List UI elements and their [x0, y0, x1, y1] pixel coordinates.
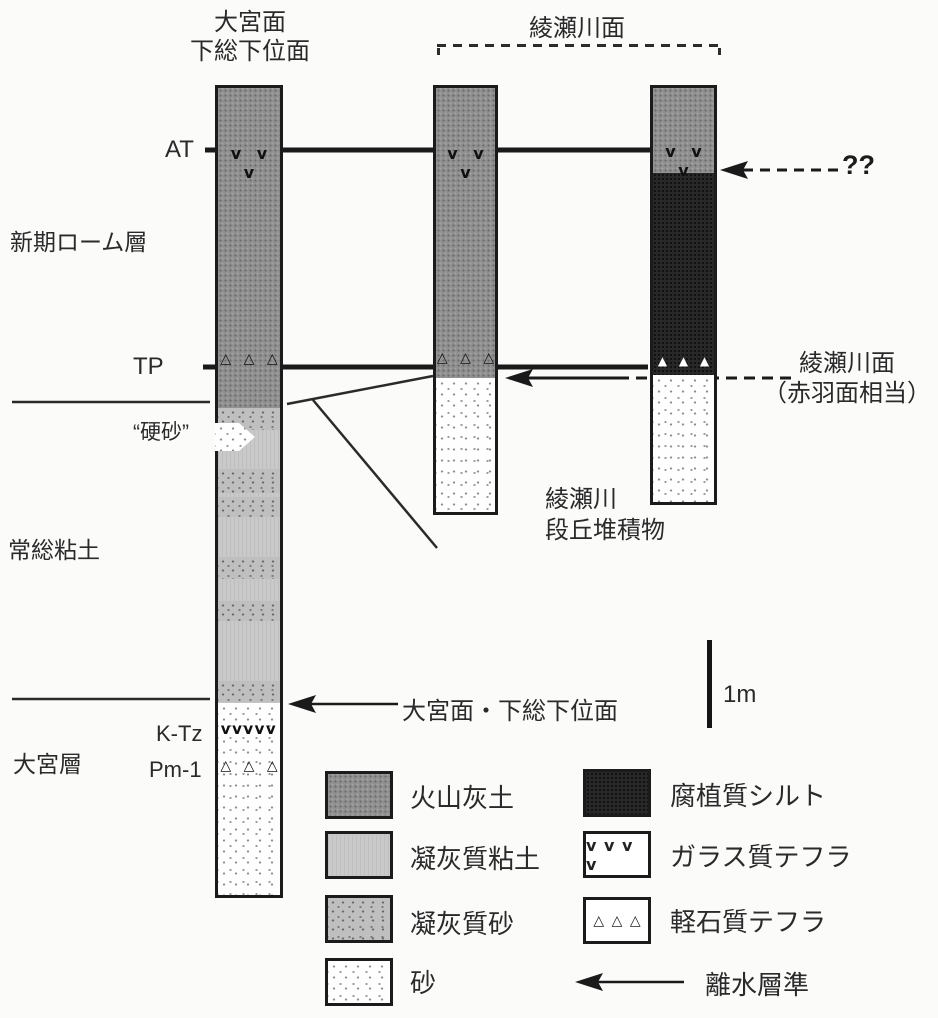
left-column-header: 大宮面 下総下位面	[150, 8, 350, 66]
omiya-surface-annotation: 大宮面・下総下位面	[402, 698, 618, 725]
legend-emergence-arrowhead	[575, 973, 603, 991]
ayase-surface-header: 綾瀬川面	[529, 15, 625, 42]
left-column-header-line2: 下総下位面	[190, 38, 310, 65]
akabane-annotation-line1: 綾瀬川面	[799, 350, 895, 377]
hard-sand-label: “硬砂”	[133, 421, 189, 444]
at-tephra-marks: v v v	[447, 144, 484, 182]
ayase-volcanic-ash-layer	[436, 88, 495, 378]
akabane-annotation-line2: （赤羽面相当）	[763, 380, 931, 407]
emergence-arrowhead-omiya	[288, 695, 316, 713]
legend-label-volcanic-ash: 火山灰土	[410, 783, 515, 813]
tuff-sand-band	[218, 557, 280, 579]
akabane-humic-silt-layer	[653, 173, 714, 375]
tp-tephra-marks: △ △ △	[220, 351, 278, 367]
akabane-sand-layer	[653, 375, 714, 502]
omiya-bed-label: 大宮層	[13, 751, 82, 777]
ayase-deposit-line2: 段丘堆積物	[545, 517, 665, 544]
legend-swatch-sand	[325, 958, 393, 1006]
ktz-label: K-Tz	[156, 721, 203, 746]
at-label: AT	[165, 136, 194, 163]
shinki-loam-label: 新期ローム層	[10, 229, 148, 255]
at-tephra-marks: v v v	[230, 144, 268, 182]
ayase-bracket	[437, 44, 721, 56]
legend-swatch-volcanic-ash	[325, 771, 393, 819]
tuff-sand-band	[218, 601, 280, 621]
tp-label: TP	[133, 353, 164, 380]
legend-symbol-glass-tephra: v v v v	[583, 831, 651, 878]
legend-swatch-tuff-clay	[325, 831, 393, 879]
at-tephra-marks: v v v	[665, 142, 702, 180]
legend-label-emergence: 離水層準	[705, 970, 810, 1000]
akabane-annotation: 綾瀬川面 （赤羽面相当）	[758, 349, 936, 409]
tp-tephra-marks: △ △ △	[436, 350, 495, 366]
legend-label-glass-tephra: ガラス質テフラ	[670, 842, 852, 872]
question-marks-label: ??	[842, 150, 875, 180]
question-arrowhead	[720, 161, 748, 179]
column-omiya: v v v △ △ △ vvvvv △ △ △	[215, 85, 283, 898]
legend-swatch-tuff-sand	[325, 895, 393, 943]
ktz-tephra-marks: vvvvv	[220, 720, 278, 738]
ayase-bracket-left-tick	[437, 48, 440, 55]
left-column-header-line1: 大宮面	[214, 9, 286, 36]
ayase-deposit-label: 綾瀬川 段丘堆積物	[545, 484, 665, 546]
scale-bar	[707, 640, 712, 728]
glass-tephra-symbol: v v v v	[586, 835, 633, 874]
omiya-volcanic-ash-layer	[218, 88, 280, 408]
legend-label-pumice-tephra: 軽石質テフラ	[670, 907, 827, 937]
ayase-deposit-line1: 綾瀬川	[545, 486, 617, 513]
pm1-tephra-marks: △ △ △	[220, 758, 278, 774]
correlation-line-upper	[286, 374, 434, 406]
pumice-tephra-symbol: △ △ △	[593, 912, 641, 929]
legend-label-sand: 砂	[410, 968, 437, 998]
tuff-sand-band	[218, 469, 280, 493]
joso-clay-label: 常総粘土	[8, 537, 100, 563]
pm1-label: Pm-1	[149, 757, 202, 782]
correlation-line-lower	[312, 399, 438, 549]
ayase-sand-layer	[436, 378, 495, 512]
column-ayase-right: v v v ▲ ▲ ▲	[650, 85, 717, 505]
legend-label-tuff-sand: 凝灰質砂	[410, 909, 515, 939]
scale-label: 1m	[723, 681, 757, 708]
tuff-sand-band	[218, 497, 280, 517]
emergence-arrowhead-tp	[505, 369, 533, 387]
legend-symbol-pumice-tephra: △ △ △	[583, 897, 651, 944]
omiya-sand-layer	[218, 703, 280, 895]
column-ayase-middle: v v v △ △ △	[433, 85, 498, 515]
ayase-bracket-right-tick	[718, 48, 721, 55]
legend-swatch-humic-silt	[583, 769, 651, 817]
akabane-volcanic-ash-layer	[653, 88, 714, 173]
tp-tephra-marks-white: ▲ ▲ ▲	[657, 354, 710, 368]
tuff-sand-band	[218, 681, 280, 702]
legend-label-humic-silt: 腐植質シルト	[670, 781, 827, 811]
omiya-tuff-clay-layer	[218, 408, 280, 703]
legend-label-tuff-clay: 凝灰質粘土	[410, 844, 541, 874]
